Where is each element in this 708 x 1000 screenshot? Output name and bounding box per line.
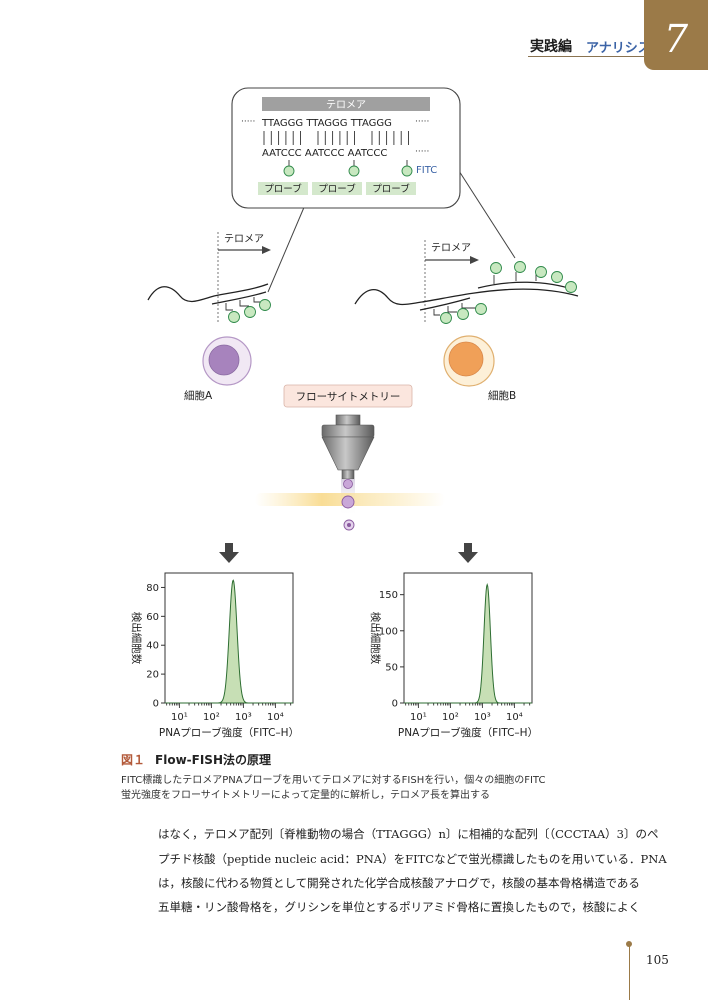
figure-caption-line: FITC標識したテロメアPNAプローブを用いてテロメアに対するFISHを行い，個… bbox=[121, 775, 546, 786]
x-tick-label: 10³ bbox=[235, 712, 252, 723]
x-tick-label: 10¹ bbox=[171, 712, 188, 723]
footer-rule bbox=[629, 944, 630, 1000]
nozzle-cap bbox=[335, 414, 361, 426]
chapter-tab: 7 bbox=[644, 0, 708, 70]
fitc-dot-icon bbox=[490, 262, 502, 274]
nozzle-cone bbox=[321, 436, 375, 471]
y-tick-label: 100 bbox=[379, 626, 398, 637]
x-tick-label: 10⁴ bbox=[267, 712, 284, 723]
nozzle-tip bbox=[341, 469, 355, 480]
dna-strand-b bbox=[354, 288, 579, 306]
cell-in-stream bbox=[343, 479, 353, 489]
dots-right-top: ····· bbox=[415, 117, 429, 127]
figure-caption-title: 図１ Flow-FISH法の原理 bbox=[121, 751, 271, 768]
flow-cytometry-label: フローサイトメトリー bbox=[296, 391, 401, 403]
fitc-dot-icon bbox=[259, 299, 271, 311]
x-tick-label: 10¹ bbox=[410, 712, 427, 723]
x-tick-label: 10³ bbox=[474, 712, 491, 723]
down-arrow-icon bbox=[458, 543, 478, 563]
header-rule bbox=[528, 56, 644, 57]
fitc-dot-icon bbox=[457, 308, 469, 320]
fitc-dot-icon bbox=[348, 165, 360, 177]
y-tick-label: 20 bbox=[146, 670, 159, 681]
y-tick-label: 0 bbox=[392, 699, 398, 710]
zoom-line-right bbox=[451, 159, 516, 259]
fitc-label: FITC bbox=[416, 165, 437, 176]
x-tick-label: 10² bbox=[442, 712, 459, 723]
y-tick-label: 150 bbox=[379, 590, 398, 601]
probe-stems-b bbox=[433, 272, 569, 316]
telomere-arrow-label-a: テロメア bbox=[224, 234, 264, 245]
x-axis-label: PNAプローブ強度（FITC–H） bbox=[398, 726, 538, 739]
figure-title: Flow-FISH法の原理 bbox=[155, 753, 271, 767]
histogram-cell-a: 0 20 40 60 80 10¹ 10² 10³ 10⁴ 検出細胞数 PNAプローブ強度（FITC… bbox=[130, 572, 299, 739]
base-pair-lines bbox=[263, 131, 409, 145]
dna-complement-a bbox=[211, 291, 267, 305]
page-number: 105 bbox=[646, 953, 669, 967]
cell-b-label: 細胞B bbox=[488, 389, 516, 402]
down-arrow-icon bbox=[219, 543, 239, 563]
probe-label: プローブ bbox=[372, 183, 410, 195]
y-tick-label: 0 bbox=[153, 699, 159, 710]
fitc-dot-icon bbox=[551, 271, 563, 283]
fitc-dot-icon bbox=[514, 261, 526, 273]
x-tick-label: 10⁴ bbox=[506, 712, 523, 723]
flow-cytometry-box bbox=[283, 384, 413, 408]
fitc-dot-icon bbox=[475, 303, 487, 315]
dna-strand-a bbox=[147, 283, 269, 303]
x-tick-label: 10² bbox=[203, 712, 220, 723]
fitc-dot-icon bbox=[535, 266, 547, 278]
probe-stems-a bbox=[225, 297, 264, 311]
fitc-dot-icon bbox=[228, 311, 240, 323]
y-tick-label: 60 bbox=[146, 612, 159, 623]
cell-in-stream bbox=[347, 523, 351, 527]
body-paragraph-line: プチド核酸（peptide nucleic acid：PNA）をFITCなどで蛍… bbox=[158, 852, 667, 866]
cell-b-nucleus bbox=[448, 341, 484, 377]
nozzle-top bbox=[321, 424, 375, 438]
sequence-top: TTAGGG TTAGGG TTAGGG bbox=[261, 118, 392, 129]
dots-left-top: ····· bbox=[241, 117, 255, 127]
y-tick-label: 80 bbox=[146, 583, 159, 594]
footer-dot bbox=[626, 941, 632, 947]
telomere-header-box bbox=[262, 97, 430, 111]
sequence-bottom: AATCCC AATCCC AATCCC bbox=[262, 148, 387, 159]
plot-frame bbox=[403, 572, 533, 704]
section-title: 実践編 bbox=[530, 39, 572, 55]
y-tick-label: 40 bbox=[146, 641, 159, 652]
fitc-dot-icon bbox=[401, 165, 413, 177]
telomere-header-label: テロメア bbox=[326, 100, 366, 111]
arrow-head-icon bbox=[470, 256, 479, 264]
arrow-head-icon bbox=[262, 246, 271, 254]
y-axis-label: 検出細胞数 bbox=[130, 612, 143, 665]
dots-right-bottom: ····· bbox=[415, 147, 429, 157]
probe-label: プローブ bbox=[318, 183, 356, 195]
subsection-title: アナリシス bbox=[586, 41, 651, 56]
probe-box bbox=[258, 182, 308, 195]
body-paragraph-line: は，核酸に代わる物質として開発された化学合成核酸アナログで，核酸の基本骨格構造で… bbox=[158, 876, 640, 890]
fitc-dot-icon bbox=[244, 306, 256, 318]
y-axis-label: 検出細胞数 bbox=[369, 612, 382, 665]
probe-box bbox=[366, 182, 416, 195]
fitc-dot-icon bbox=[283, 165, 295, 177]
figure-caption-line: 蛍光強度をフローサイトメトリーによって定量的に解析し，テロメア長を算出する bbox=[121, 790, 490, 801]
x-axis-label: PNAプローブ強度（FITC–H） bbox=[159, 726, 299, 739]
cell-a-label: 細胞A bbox=[184, 389, 213, 402]
y-tick-label: 50 bbox=[385, 662, 398, 673]
cell-a-nucleus bbox=[208, 344, 240, 376]
flow-fish-figure: テロメア ····· TTAGGG TTAGGG TTAGGG ····· AA… bbox=[130, 87, 579, 739]
histogram-cell-b: 0 50 100 150 10¹ 10² 10³ 10⁴ 検出細胞数 PNAプローブ強度（FITC… bbox=[369, 572, 538, 739]
zoom-line-left bbox=[267, 204, 306, 293]
fitc-dot-icon bbox=[565, 281, 577, 293]
cell-in-stream bbox=[341, 495, 355, 509]
probe-label: プローブ bbox=[264, 183, 302, 195]
probe-box bbox=[312, 182, 362, 195]
body-paragraph-line: 五単糖・リン酸骨格を，グリシンを単位とするポリアミド骨格に置換したもので，核酸に… bbox=[158, 900, 640, 914]
dna-complement-b bbox=[419, 281, 576, 311]
zoom-bubble bbox=[231, 87, 461, 209]
probe-stems bbox=[288, 160, 408, 166]
body-paragraph-line: はなく，テロメア配列〔脊椎動物の場合（TTAGGG）n〕に相補的な配列〔（CCC… bbox=[158, 827, 659, 841]
telomere-arrow-label-b: テロメア bbox=[431, 243, 471, 254]
fitc-dot-icon bbox=[440, 312, 452, 324]
figure-number: 図１ bbox=[121, 753, 146, 767]
